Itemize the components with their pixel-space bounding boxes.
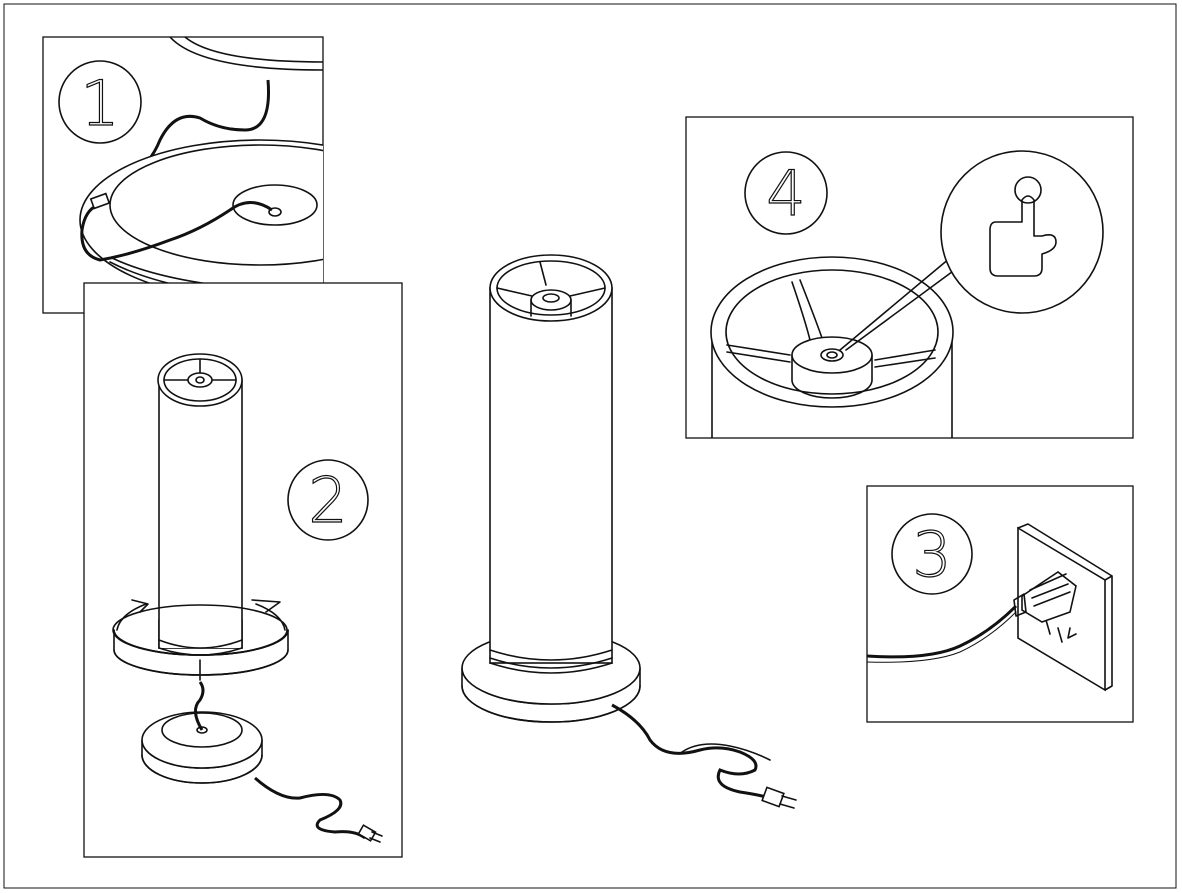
step-3-panel: 3 (866, 485, 1134, 723)
center-power-plug-icon (761, 786, 797, 809)
connector-male-icon (89, 192, 111, 210)
step-2-badge (287, 459, 369, 541)
callout-magnifier (940, 150, 1104, 314)
assembled-lamp (461, 254, 797, 809)
lamp-tube (158, 379, 243, 649)
touch-button-icon (989, 176, 1057, 277)
power-cord (254, 776, 366, 840)
step-4-number: 4 (766, 157, 805, 230)
step-3-number: 3 (912, 518, 951, 591)
step-2-number: 2 (308, 464, 347, 537)
page-border (3, 3, 1177, 889)
step-3-badge (891, 513, 973, 595)
step-2-panel: 2 (83, 282, 403, 858)
step-1-panel: 1 (42, 36, 324, 314)
rotate-arrow-right-icon (255, 603, 286, 631)
wall-plug-icon (1013, 571, 1077, 623)
step-1-badge (58, 60, 142, 144)
rotate-arrow-left-icon (116, 603, 147, 631)
step-1-number: 1 (80, 67, 119, 140)
step-4-panel: 4 (685, 116, 1134, 439)
power-plug-icon (357, 824, 383, 843)
step-4-badge (744, 151, 828, 235)
